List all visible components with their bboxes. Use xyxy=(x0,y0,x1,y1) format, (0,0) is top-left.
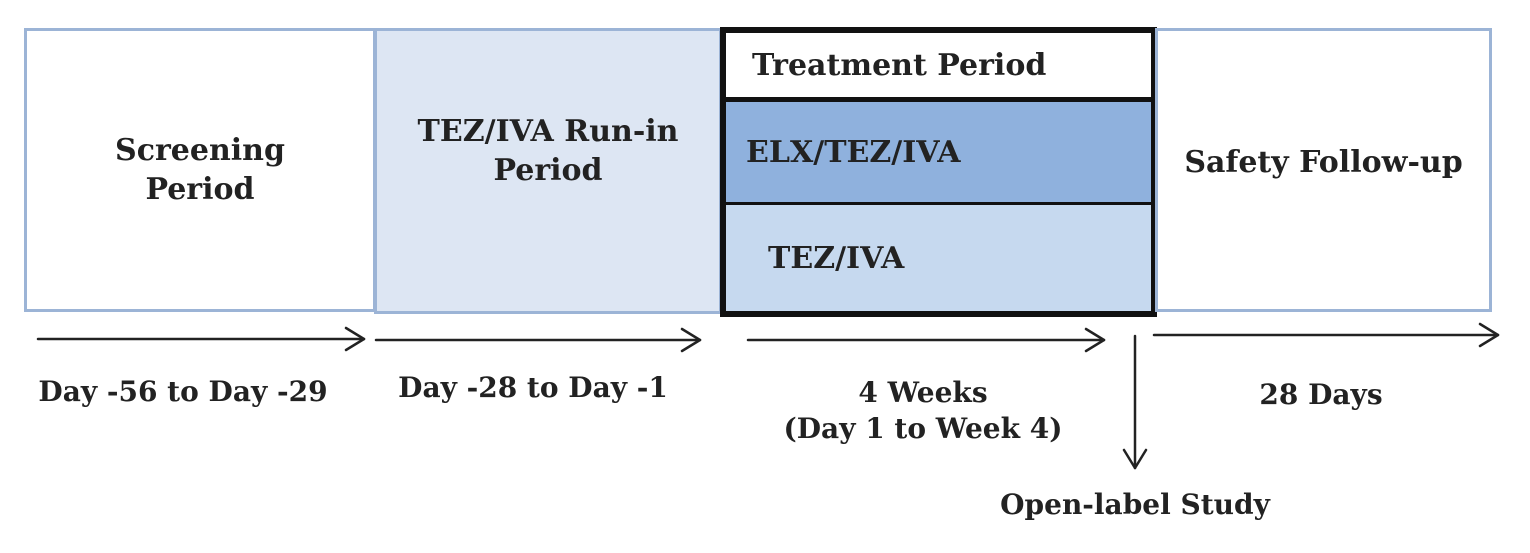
run-in-duration-label: Day -28 to Day -1 xyxy=(398,371,668,404)
treatment-period-title: Treatment Period xyxy=(726,33,1151,102)
screening-period-box: Screening Period xyxy=(24,28,376,312)
treatment-arrow xyxy=(746,327,1106,353)
safety-arrow xyxy=(1152,322,1500,348)
run-in-arrow xyxy=(374,327,702,353)
safety-follow-up-box: Safety Follow-up xyxy=(1155,28,1492,312)
screening-duration-label: Day -56 to Day -29 xyxy=(38,375,328,408)
open-label-branch-arrow xyxy=(1122,334,1148,470)
treatment-period-box: Treatment Period ELX/TEZ/IVA TEZ/IVA xyxy=(720,27,1157,317)
treatment-arm-tez-iva: TEZ/IVA xyxy=(726,205,1151,311)
safety-follow-up-label: Safety Follow-up xyxy=(1184,144,1463,180)
treatment-duration-label: 4 Weeks (Day 1 to Week 4) xyxy=(783,376,1063,446)
screening-arrow xyxy=(36,326,366,352)
screening-period-label: Screening Period xyxy=(115,133,285,207)
treatment-arm-elx-tez-iva: ELX/TEZ/IVA xyxy=(726,102,1151,205)
open-label-study-label: Open-label Study xyxy=(1000,488,1270,521)
run-in-period-label: TEZ/IVA Run-in Period xyxy=(417,114,679,188)
safety-duration-label: 28 Days xyxy=(1259,378,1383,411)
